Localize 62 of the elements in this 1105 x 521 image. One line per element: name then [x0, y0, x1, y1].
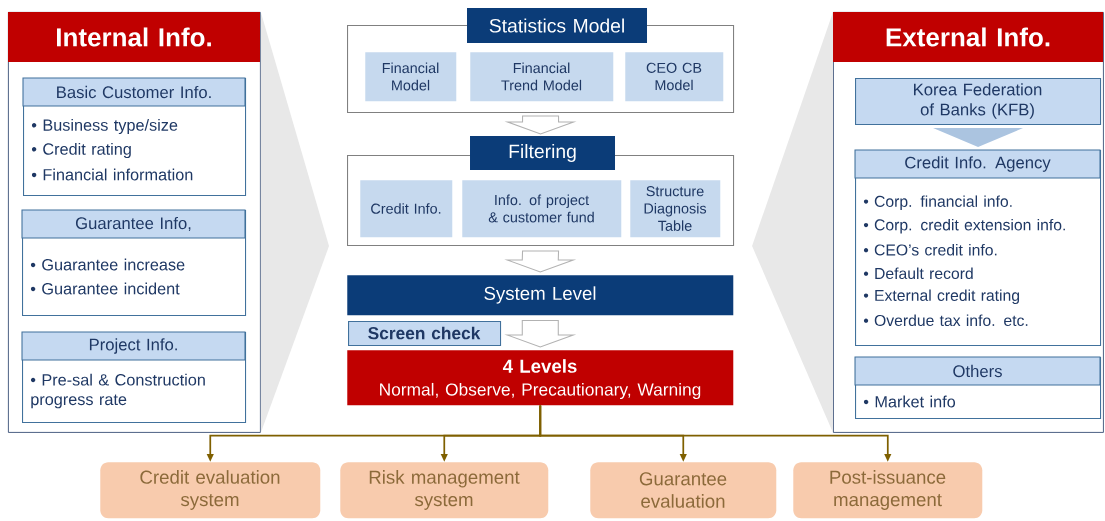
item-box: [470, 52, 614, 102]
bullet-item: • Business type/size: [31, 118, 178, 135]
box-label: Post-issuance management: [830, 470, 946, 510]
bullet-item: • Market info: [863, 395, 956, 408]
bullet-item: • Financial information: [31, 168, 193, 181]
bullet-item: • Default record: [863, 267, 973, 279]
box-heading: Credit Info. Agency: [905, 156, 1051, 172]
bullet-item: • Credit rating: [31, 142, 131, 159]
box-label: Guarantee evaluation: [639, 472, 727, 508]
panel-heading: Filtering: [509, 144, 576, 162]
block-arrow: [504, 115, 577, 135]
chevron-arrow: [752, 12, 833, 433]
box-label: Info. of project & customer fund: [488, 194, 594, 223]
box-label: Risk management system: [369, 470, 520, 510]
info-box: [22, 77, 247, 197]
bullet-item: • Corp. financial info.: [863, 195, 1012, 211]
box-heading: Basic Customer Info.: [57, 85, 211, 99]
box-label: Credit evaluation system: [140, 470, 280, 510]
bullet-item: • CEO’s credit info.: [863, 244, 997, 256]
info-box: [854, 356, 1102, 420]
bullet-item: • Overdue tax info. etc.: [863, 314, 1028, 326]
item-box: [462, 180, 622, 238]
info-box: [21, 209, 247, 317]
box-label: 4 Levels: [502, 359, 577, 373]
panel-heading: Internal Info.: [57, 27, 211, 47]
level-box: [347, 350, 734, 406]
box-label: Korea Federation of Banks (KFB): [914, 83, 1042, 119]
system-box: [793, 462, 983, 519]
bullet-item: • Guarantee incident: [30, 282, 180, 295]
bullet-item: • Pre-sal & Construction progress rate: [30, 373, 205, 409]
box-label: Screen check: [368, 326, 481, 340]
block-arrow: [504, 320, 577, 348]
box-heading: Guarantee Info,: [75, 216, 191, 232]
info-box: [854, 149, 1102, 347]
system-box: [100, 462, 321, 519]
bullet-item: • External credit rating: [863, 289, 1019, 305]
chevron-arrow: [933, 128, 1024, 147]
panel-heading: Statistics Model: [489, 18, 624, 33]
bullet-item: • Guarantee increase: [30, 258, 185, 271]
item-box: [360, 180, 453, 238]
item-box: [630, 180, 721, 238]
box-heading: Project Info.: [89, 338, 177, 354]
item-box: [365, 52, 457, 102]
item-box: [625, 52, 724, 102]
block-arrow: [504, 250, 577, 273]
panel-heading: External Info.: [886, 27, 1050, 47]
box-label: System Level: [484, 286, 596, 304]
label-box: [348, 321, 502, 347]
system-box: [590, 462, 777, 519]
item-box: [855, 78, 1102, 126]
info-box: [21, 331, 247, 424]
system-box: [340, 462, 549, 519]
chevron-arrow: [260, 12, 329, 433]
box-label: Financial Model: [382, 62, 439, 91]
bullet-item: • Corp. credit extension info.: [863, 218, 1065, 234]
box-label: Normal, Observe, Precautionary, Warning: [380, 382, 701, 400]
box-label: Structure Diagnosis Table: [644, 186, 707, 231]
box-heading: Others: [953, 364, 1002, 378]
level-bar: [347, 275, 734, 316]
box-label: Financial Trend Model: [501, 62, 582, 91]
box-label: CEO CB Model: [646, 62, 702, 91]
box-label: Credit Info.: [371, 203, 441, 214]
